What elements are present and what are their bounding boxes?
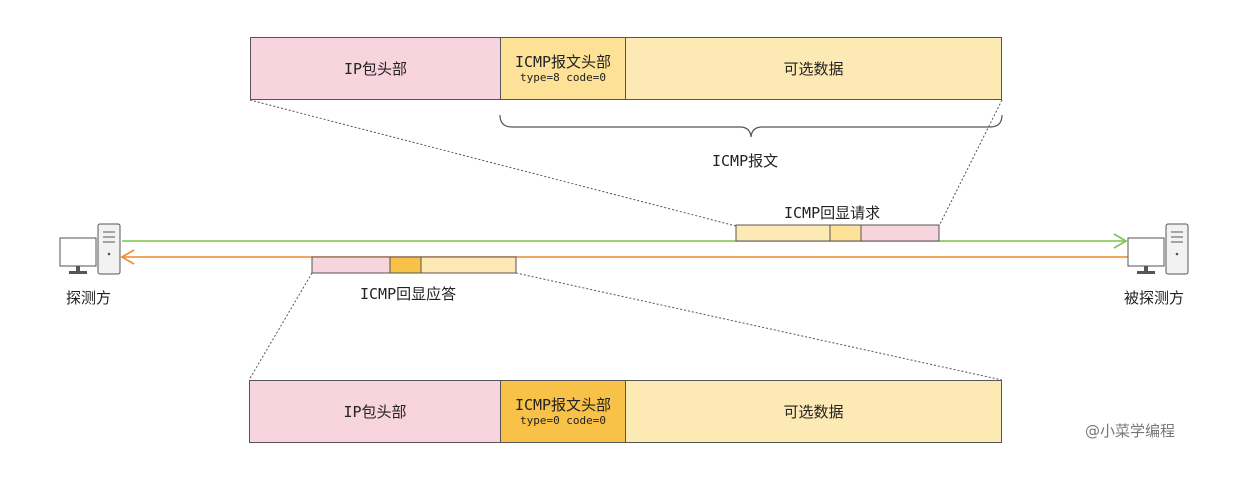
request-ip-header-label: IP包头部	[343, 59, 408, 78]
request-icmp-header-label: ICMP报文头部	[514, 53, 612, 71]
reply-arrowhead	[120, 249, 135, 265]
reply-ip-header-label: IP包头部	[343, 402, 407, 421]
request-icmp-header: ICMP报文头部 type=8 code=0	[500, 37, 626, 100]
reply-optional-data-label: 可选数据	[783, 402, 844, 421]
zoom-guide-line	[938, 99, 1003, 227]
request-arrow-label: ICMP回显请求	[784, 204, 881, 222]
zoom-guide-line	[515, 272, 1003, 381]
reply-icmp-header: ICMP报文头部 type=0 code=0	[500, 380, 626, 443]
reply-packet-mini	[311, 256, 517, 274]
reply-icmp-header-label: ICMP报文头部	[514, 396, 612, 414]
request-arrowhead	[1113, 233, 1128, 249]
request-icmp-fields: type=8 code=0	[519, 71, 607, 84]
zoom-guide-line	[249, 99, 737, 227]
computer-icon	[59, 223, 121, 275]
left-host-label: 探测方	[66, 289, 112, 307]
request-packet-mini	[735, 224, 940, 242]
icmp-message-brace	[499, 114, 1003, 138]
reply-optional-data: 可选数据	[625, 380, 1002, 443]
computer-icon	[1127, 223, 1189, 275]
zoom-guide-line	[248, 272, 313, 381]
icmp-message-label: ICMP报文	[712, 152, 779, 170]
reply-arrow-label: ICMP回显应答	[360, 285, 457, 303]
reply-icmp-fields: type=0 code=0	[519, 414, 607, 427]
right-host-label: 被探测方	[1124, 289, 1185, 307]
watermark: @小菜学编程	[1085, 422, 1176, 440]
request-optional-data: 可选数据	[625, 37, 1002, 100]
request-optional-data-label: 可选数据	[783, 59, 844, 78]
request-ip-header: IP包头部	[250, 37, 501, 100]
reply-ip-header: IP包头部	[249, 380, 501, 443]
